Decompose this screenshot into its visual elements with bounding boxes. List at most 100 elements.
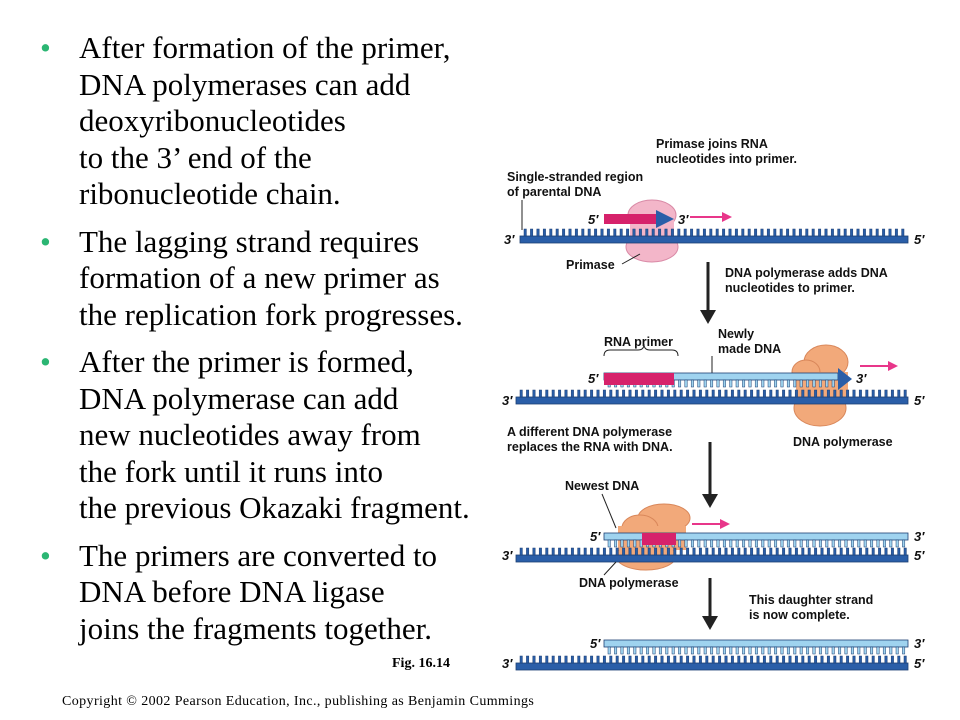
base-tick xyxy=(737,547,741,556)
base-tick xyxy=(602,547,606,556)
base-tick xyxy=(884,547,888,556)
base-tick xyxy=(549,228,553,237)
base-tick xyxy=(812,379,816,388)
strand-arrowhead xyxy=(838,368,852,390)
base-tick xyxy=(679,547,683,556)
base-tick xyxy=(793,646,797,655)
base-tick xyxy=(607,539,611,548)
base-tick xyxy=(729,539,733,548)
base-tick xyxy=(871,547,875,556)
base-tick xyxy=(628,547,632,556)
primase-pointer xyxy=(621,253,641,265)
base-tick xyxy=(811,228,815,237)
base-tick xyxy=(782,547,786,556)
base-tick xyxy=(786,228,790,237)
base-tick xyxy=(863,539,867,548)
base-tick xyxy=(876,646,880,655)
base-tick xyxy=(852,389,856,398)
base-tick xyxy=(782,389,786,398)
bullet-dot: • xyxy=(40,30,51,65)
base-tick xyxy=(761,379,765,388)
base-tick xyxy=(570,655,574,664)
base-tick xyxy=(710,539,714,548)
base-tick xyxy=(679,389,683,398)
base-tick xyxy=(545,547,549,556)
base-tick xyxy=(782,655,786,664)
base-tick xyxy=(825,539,829,548)
end-label: 5′ xyxy=(588,371,599,386)
base-tick xyxy=(754,228,758,237)
base-tick xyxy=(865,655,869,664)
base-tick xyxy=(890,547,894,556)
base-tick xyxy=(607,646,611,655)
new-dna-label-line: Newly xyxy=(718,327,754,341)
base-tick xyxy=(747,228,751,237)
base-tick xyxy=(742,646,746,655)
base-tick xyxy=(702,228,706,237)
step1-caption-line: DNA polymerase adds DNA xyxy=(725,266,888,280)
base-tick xyxy=(684,379,688,388)
new-dna-label-line: made DNA xyxy=(718,342,781,356)
base-tick xyxy=(722,228,726,237)
base-tick xyxy=(882,228,886,237)
panel1-caption-line: Primase joins RNA xyxy=(656,137,768,151)
base-tick xyxy=(806,646,810,655)
base-tick xyxy=(798,228,802,237)
step2-caption-line: replaces the RNA with DNA. xyxy=(507,440,673,454)
base-tick xyxy=(705,389,709,398)
base-tick xyxy=(846,547,850,556)
bullet-item: • After the primer is formed, DNA polyme… xyxy=(40,344,500,527)
base-tick xyxy=(645,228,649,237)
base-tick xyxy=(711,547,715,556)
base-tick xyxy=(788,655,792,664)
base-tick xyxy=(774,379,778,388)
base-tick xyxy=(564,547,568,556)
base-tick xyxy=(862,228,866,237)
base-tick xyxy=(850,539,854,548)
base-tick xyxy=(722,646,726,655)
bullet-list: • After formation of the primer, DNA pol… xyxy=(40,30,500,658)
base-tick xyxy=(801,389,805,398)
base-tick xyxy=(825,646,829,655)
base-tick xyxy=(542,228,546,237)
base-tick xyxy=(807,655,811,664)
base-tick xyxy=(889,539,893,548)
rna-primer xyxy=(604,373,674,385)
newest-dna-label: Newest DNA xyxy=(565,479,639,493)
base-tick xyxy=(577,547,581,556)
bullet-line: DNA before DNA ligase xyxy=(79,574,385,609)
direction-arrowhead xyxy=(722,212,732,222)
parental-strand xyxy=(515,655,909,671)
base-tick xyxy=(788,389,792,398)
base-tick xyxy=(530,228,534,237)
base-tick xyxy=(558,389,562,398)
end-label: 3′ xyxy=(502,393,513,408)
base-tick xyxy=(519,389,523,398)
base-tick xyxy=(622,655,626,664)
base-tick xyxy=(801,655,805,664)
base-tick xyxy=(703,646,707,655)
base-tick xyxy=(538,389,542,398)
base-tick xyxy=(769,655,773,664)
base-tick xyxy=(805,228,809,237)
panel-4: 5′ 3′ 3′ 5′ xyxy=(502,636,925,671)
base-tick xyxy=(748,646,752,655)
base-tick xyxy=(779,228,783,237)
polymerase-label: DNA polymerase xyxy=(793,435,893,449)
base-tick xyxy=(903,389,907,398)
end-label: 5′ xyxy=(590,636,601,651)
base-tick xyxy=(724,547,728,556)
base-tick xyxy=(857,539,861,548)
base-tick xyxy=(735,646,739,655)
base-tick xyxy=(769,547,773,556)
base-tick xyxy=(633,539,637,548)
base-tick xyxy=(876,539,880,548)
base-tick xyxy=(647,655,651,664)
base-tick xyxy=(639,646,643,655)
bullet-line: deoxyribonucleotides xyxy=(79,103,346,138)
newest-pointer xyxy=(601,493,617,529)
region-label-line: of parental DNA xyxy=(507,185,601,199)
base-tick xyxy=(831,379,835,388)
base-tick xyxy=(878,547,882,556)
base-tick xyxy=(710,379,714,388)
